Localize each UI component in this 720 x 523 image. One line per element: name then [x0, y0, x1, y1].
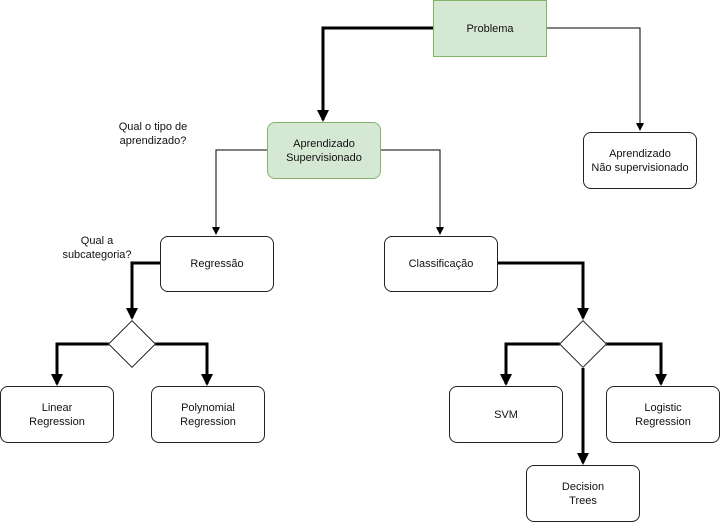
edge-problema-supervisionado	[317, 26, 433, 122]
edge-supervisionado-regressao	[212, 149, 268, 235]
node-classificacao: Classificação	[384, 236, 498, 292]
node-decision-trees: Decision Trees	[526, 465, 640, 522]
edge-classificacao-decision	[497, 261, 589, 320]
question-tipo-aprendizado: Qual o tipo de aprendizado?	[118, 121, 188, 147]
edge-decision-linear	[51, 342, 109, 386]
edge-regressao-decision	[126, 261, 161, 320]
edge-decision-polynomial	[155, 342, 213, 386]
edge-decision-svm	[500, 342, 560, 386]
edge-supervisionado-classificacao	[380, 149, 444, 235]
edge-problema-nao-supervisionado	[546, 27, 644, 131]
edge-decision-logistic	[606, 342, 667, 386]
node-logistic-regression: Logistic Regression	[606, 386, 720, 443]
question-subcategoria: Qual a subcategoria?	[62, 235, 132, 261]
node-regressao: Regressão	[160, 236, 274, 292]
node-polynomial-regression: Polynomial Regression	[151, 386, 265, 443]
node-aprendizado-supervisionado: Aprendizado Supervisionado	[267, 122, 381, 179]
node-aprendizado-nao-supervisionado: Aprendizado Não supervisionado	[583, 132, 697, 189]
node-svm: SVM	[449, 386, 563, 443]
node-linear-regression: Linear Regression	[0, 386, 114, 443]
node-problema: Problema	[433, 0, 547, 57]
